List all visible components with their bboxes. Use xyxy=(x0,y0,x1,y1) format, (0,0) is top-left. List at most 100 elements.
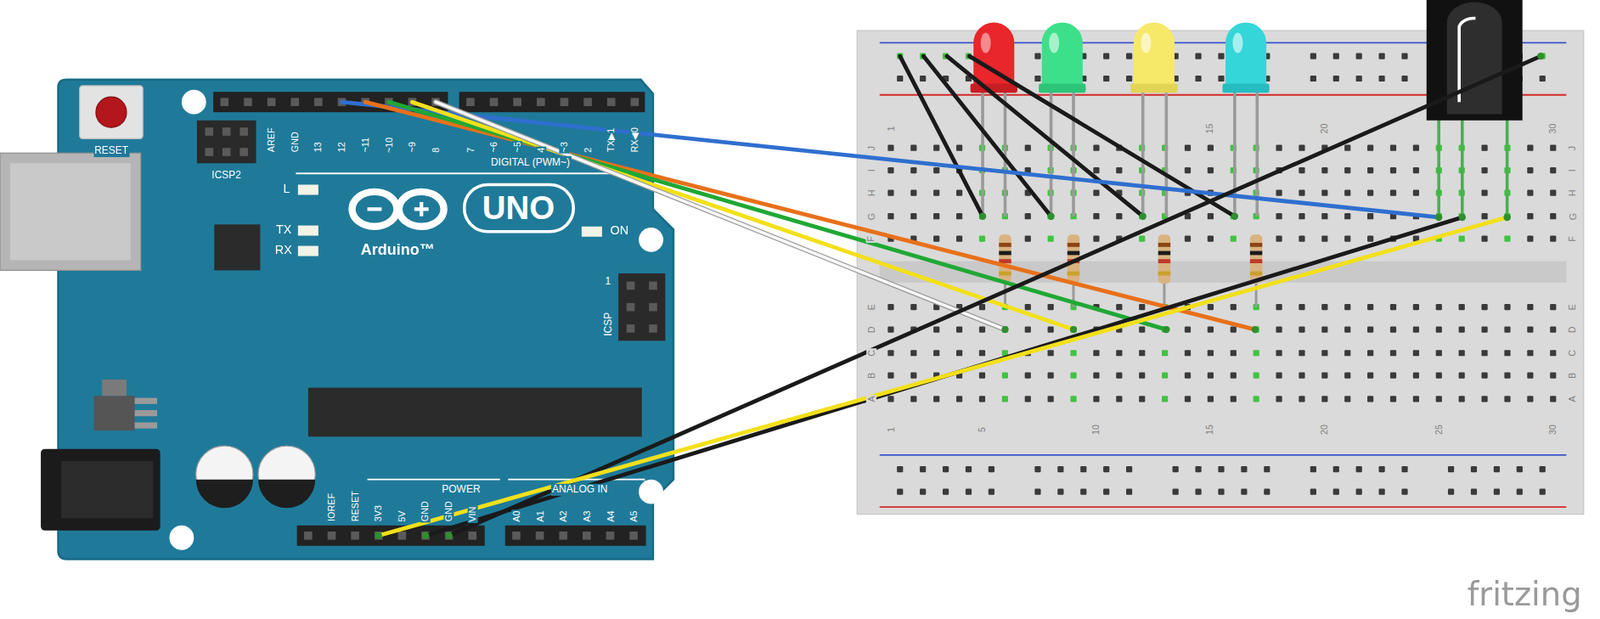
breadboard-hole xyxy=(1516,489,1523,496)
breadboard-hole xyxy=(933,349,940,356)
breadboard-hole xyxy=(910,395,917,402)
resistor-band xyxy=(1158,259,1171,264)
breadboard-hole xyxy=(910,349,917,356)
column-number: 15 xyxy=(1205,122,1216,135)
breadboard-hole xyxy=(1459,304,1465,310)
breadboard-hole xyxy=(1481,145,1488,152)
breadboard-hole xyxy=(988,489,995,496)
breadboard-hole xyxy=(1390,189,1397,196)
resistor-band xyxy=(1158,271,1171,277)
row-letter: D xyxy=(1566,325,1578,334)
row-letter: F xyxy=(866,235,877,243)
pin-label: TX▶1 xyxy=(605,126,616,153)
header-pin xyxy=(222,147,231,157)
breadboard-hole xyxy=(933,395,940,402)
breadboard-hole xyxy=(1298,236,1305,243)
logo-loop xyxy=(352,191,398,227)
breadboard-hole xyxy=(1184,349,1191,356)
breadboard-hole xyxy=(1047,395,1054,402)
breadboard-hole xyxy=(1115,395,1122,402)
breadboard-hole xyxy=(887,189,894,196)
breadboard-hole xyxy=(1367,167,1374,174)
breadboard-hole xyxy=(1207,213,1214,220)
wire-end xyxy=(1231,213,1239,220)
receiver-leg xyxy=(1460,114,1465,218)
breadboard-hole xyxy=(1470,466,1477,473)
row-letter: J xyxy=(1566,145,1578,153)
resistor-symbol xyxy=(1250,234,1262,307)
breadboard-hole xyxy=(1549,395,1556,402)
breadboard-hole xyxy=(1138,349,1145,356)
led-leg xyxy=(1003,90,1008,217)
receiver-body xyxy=(1426,0,1523,121)
breadboard-hole xyxy=(979,372,986,379)
breadboard-hole xyxy=(1115,372,1122,379)
breadboard-hole xyxy=(1436,372,1443,379)
breadboard-hole xyxy=(1275,189,1282,196)
pin-label: A5 xyxy=(628,509,639,524)
breadboard-hole xyxy=(1103,75,1110,82)
wire-end xyxy=(1162,326,1170,333)
row-letter: C xyxy=(866,349,877,358)
regulator-pin xyxy=(135,410,158,417)
capacitor-mark xyxy=(196,479,254,509)
wire-end xyxy=(1001,326,1009,333)
breadboard-hole xyxy=(1310,52,1317,59)
led-leg xyxy=(1165,90,1169,217)
wire-end xyxy=(375,532,383,540)
model-badge xyxy=(464,184,575,231)
breadboard-hole xyxy=(979,236,986,243)
resistor-band xyxy=(1250,251,1262,256)
microcontroller-chip xyxy=(308,388,643,438)
breadboard-hole xyxy=(1356,489,1363,496)
header-pin xyxy=(626,303,636,312)
breadboard-hole xyxy=(1413,145,1420,152)
breadboard-hole xyxy=(933,213,940,220)
wire-end xyxy=(1435,214,1443,221)
header-pin xyxy=(290,97,299,107)
breadboard-hole xyxy=(1539,466,1546,473)
breadboard-hole xyxy=(1103,52,1110,59)
breadboard-hole xyxy=(1070,349,1077,356)
wire xyxy=(923,56,1051,217)
breadboard-hole xyxy=(1481,304,1488,310)
breadboard-hole xyxy=(1184,236,1191,243)
center-channel xyxy=(879,261,1567,283)
wire xyxy=(365,101,1256,330)
usb-chip xyxy=(214,224,260,271)
breadboard-hole xyxy=(1526,167,1533,174)
breadboard-hole xyxy=(1070,395,1077,402)
breadboard-hole xyxy=(1070,372,1077,379)
breadboard-hole xyxy=(1207,349,1214,356)
header-pin xyxy=(239,127,248,136)
breadboard-hole xyxy=(1321,395,1328,402)
breadboard-hole xyxy=(1413,395,1420,402)
breadboard-hole xyxy=(1549,349,1556,356)
receiver-leg xyxy=(1436,114,1441,218)
pin-label: A1 xyxy=(534,509,545,524)
breadboard-hole xyxy=(1539,489,1546,496)
breadboard-hole xyxy=(1413,372,1420,379)
icsp-header xyxy=(618,273,665,341)
resistor-band xyxy=(1158,242,1171,248)
breadboard-hole xyxy=(1310,75,1317,82)
breadboard-hole xyxy=(919,466,926,473)
breadboard-hole xyxy=(1526,189,1533,196)
breadboard-hole xyxy=(1034,466,1041,473)
pin-label: RX◀0 xyxy=(629,125,640,153)
breadboard-hole xyxy=(1470,489,1477,496)
breadboard-hole xyxy=(1321,167,1328,174)
breadboard-hole xyxy=(1413,189,1420,196)
usb-connector-face xyxy=(10,163,131,260)
breadboard-hole xyxy=(1057,489,1064,496)
led-label: RX xyxy=(274,243,293,259)
breadboard-hole xyxy=(1230,304,1237,310)
breadboard-hole xyxy=(1002,395,1009,402)
breadboard-hole xyxy=(933,236,940,243)
breadboard-hole xyxy=(956,236,963,243)
breadboard-hole xyxy=(1367,304,1374,310)
breadboard-hole xyxy=(1002,326,1009,333)
